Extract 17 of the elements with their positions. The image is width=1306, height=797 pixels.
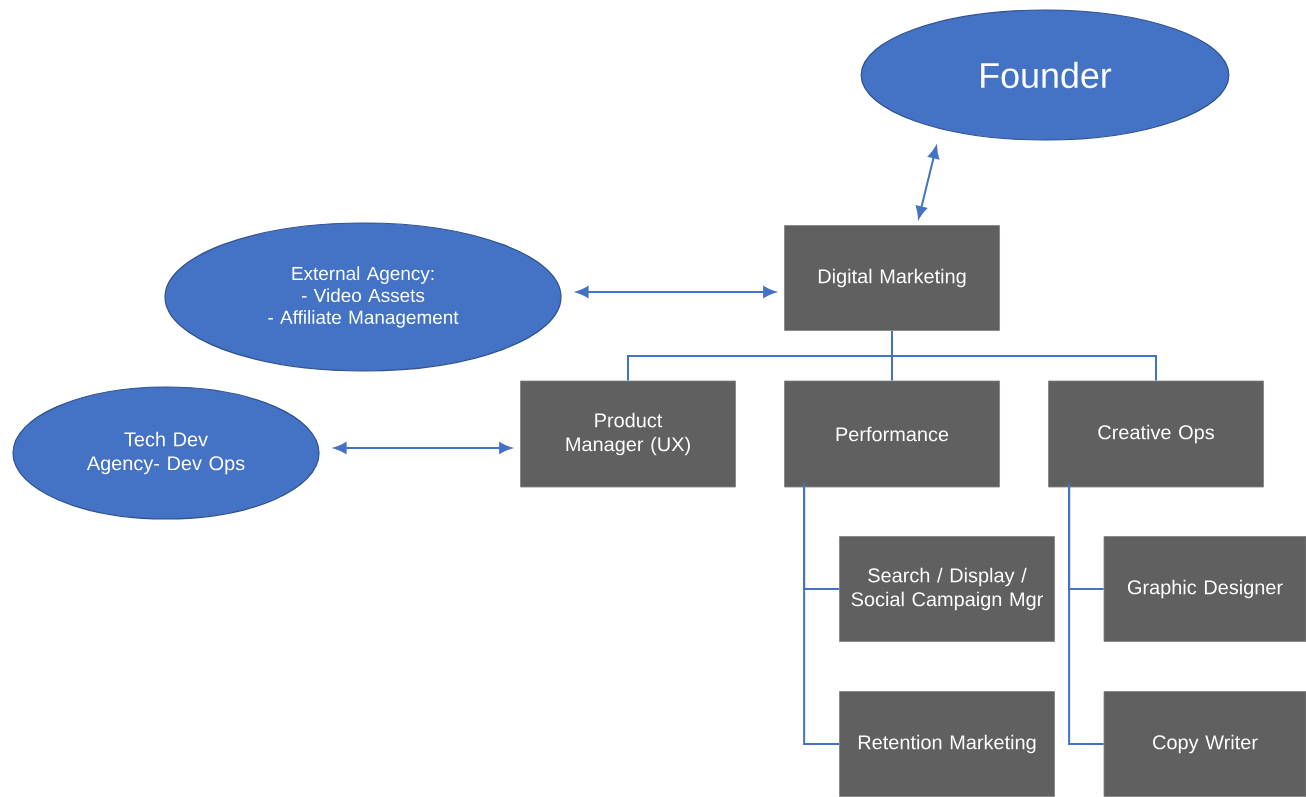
ellipse-node: Founder	[860, 9, 1230, 141]
role-box: Performance	[784, 380, 1000, 488]
connector-line	[1068, 482, 1105, 745]
role-box: Graphic Designer	[1103, 536, 1306, 642]
double-arrow	[915, 146, 940, 219]
role-box: Copy Writer	[1103, 691, 1306, 797]
role-box: Retention Marketing	[839, 691, 1055, 797]
role-box: Product Manager (UX)	[520, 380, 736, 488]
ellipse-node: External Agency: - Video Assets - Affiliate Management	[164, 222, 562, 372]
role-box: Search / Display / Social Campaign Mgr	[839, 536, 1055, 642]
double-arrow	[576, 286, 776, 298]
ellipse-node: Tech Dev Agency- Dev Ops	[12, 386, 320, 520]
role-box: Creative Ops	[1048, 380, 1264, 488]
connector-line	[803, 482, 841, 745]
connector-line	[891, 329, 1157, 382]
role-box: Digital Marketing	[784, 225, 1000, 331]
double-arrow	[334, 442, 512, 454]
